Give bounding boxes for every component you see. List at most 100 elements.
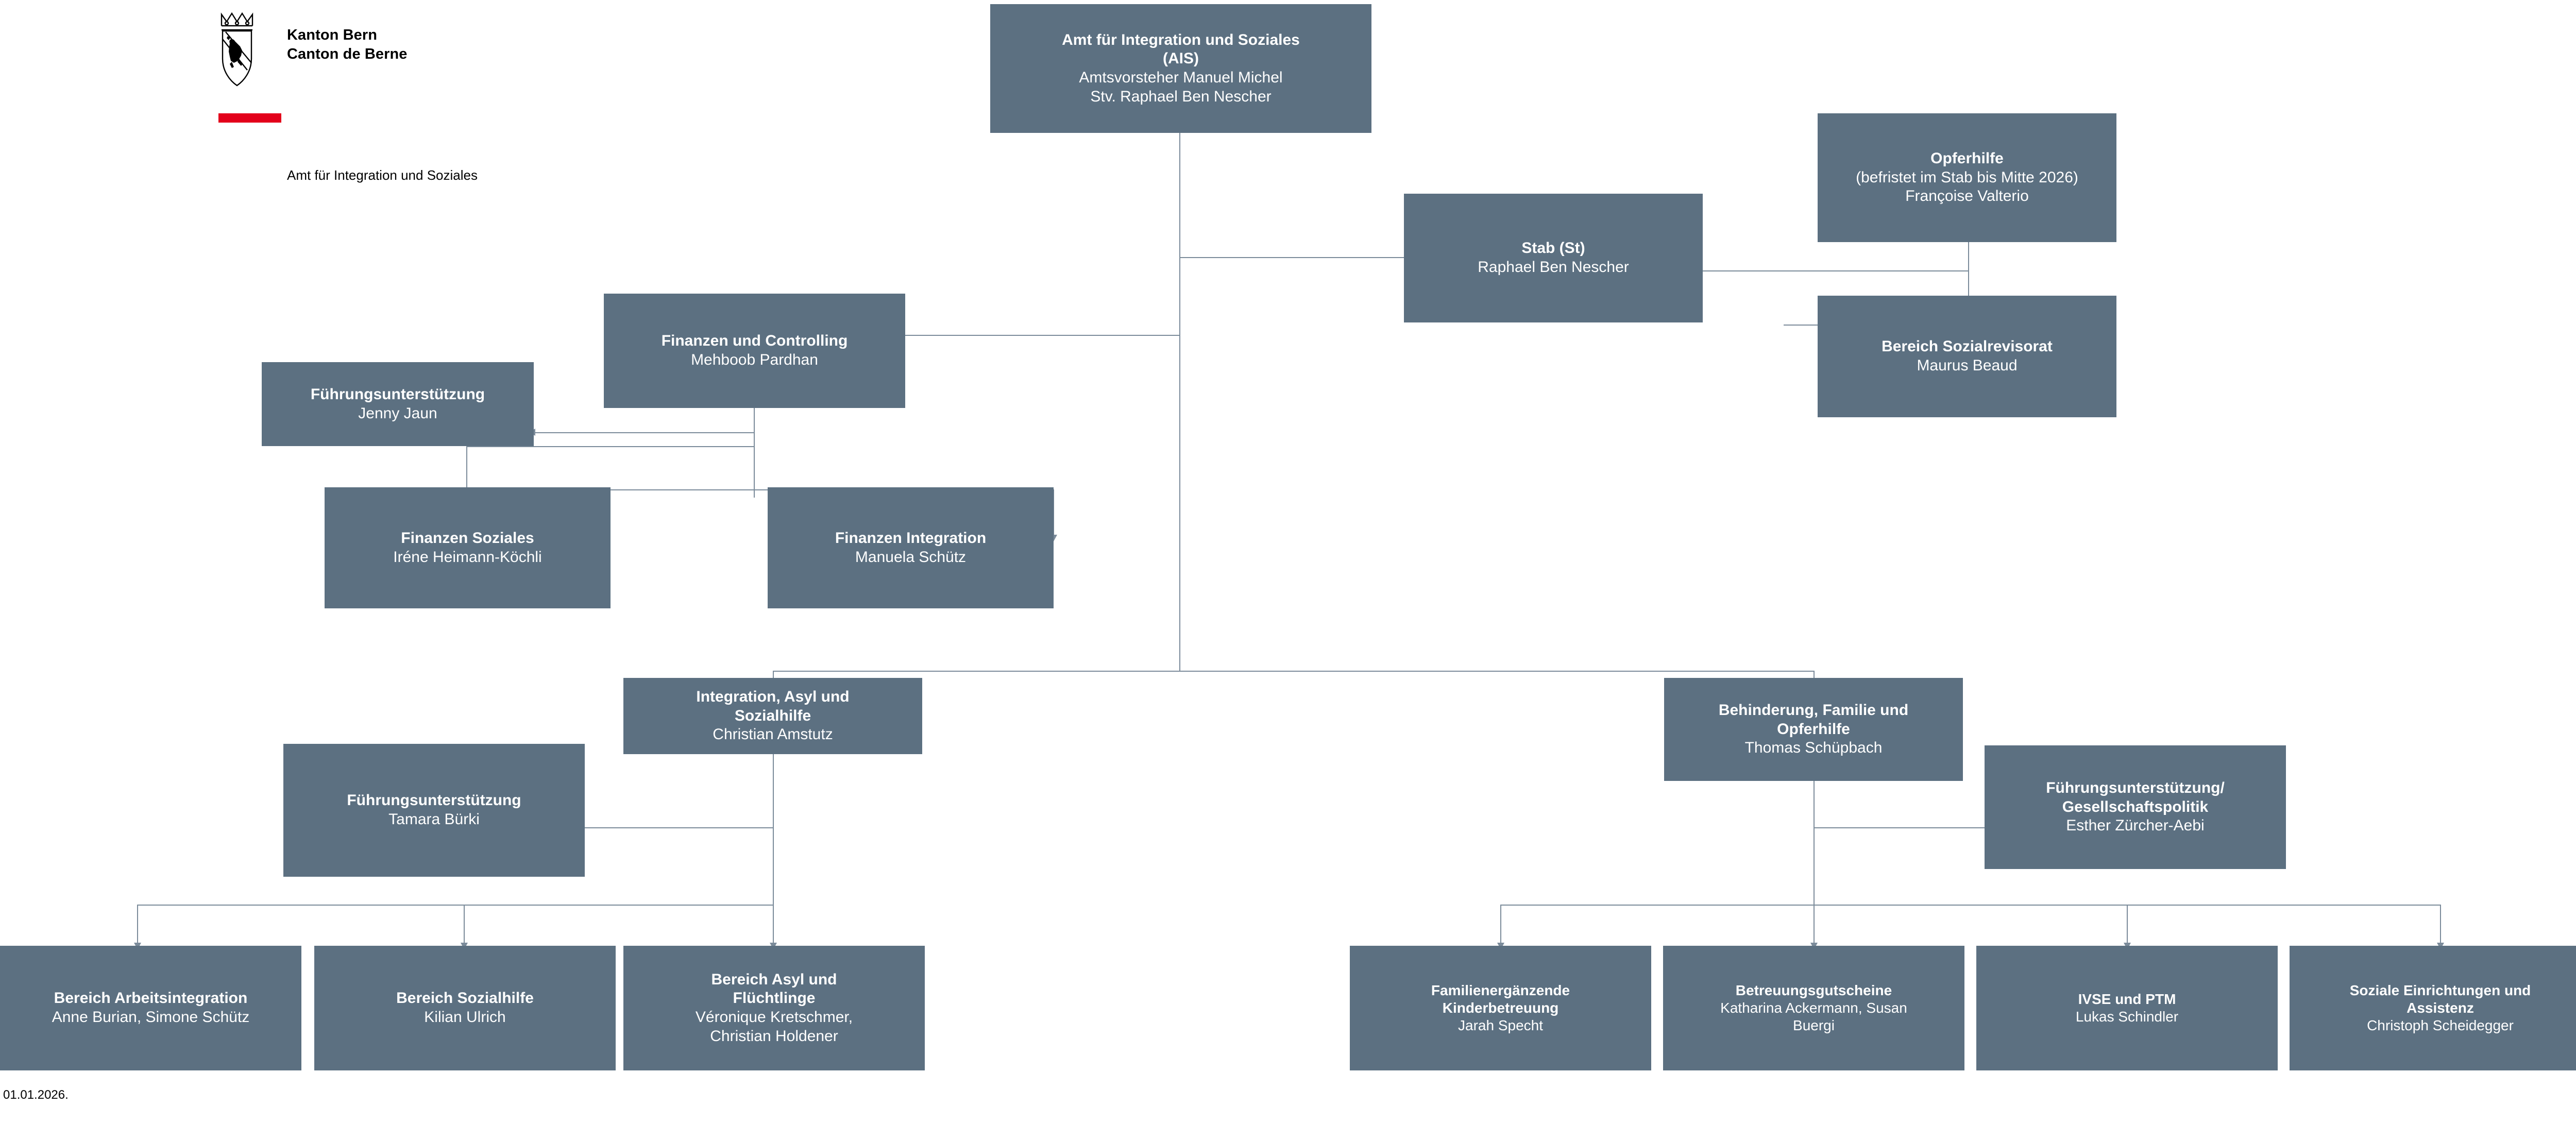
connector-to-finanzen-integration [1053,489,1054,538]
connector-finanzen-children-bus [466,446,754,447]
connector-integration-trunk [773,754,774,905]
node-soziale-einrichtungen-title-line2: Assistenz [2406,999,2474,1016]
node-fu-esther-person: Esther Zürcher-Aebi [2066,817,2205,835]
node-opferhilfe[interactable]: Opferhilfe (befristet im Stab bis Mitte … [1818,113,2116,242]
logo-red-rule [218,113,281,123]
node-fu-esther[interactable]: Führungsunterstützung/ Gesellschaftspoli… [1985,745,2286,869]
node-opferhilfe-person: Françoise Valterio [1905,188,2029,205]
node-sozialhilfe[interactable]: Bereich Sozialhilfe Kilian Ulrich [314,946,616,1070]
node-arbeitsintegration[interactable]: Bereich Arbeitsintegration Anne Burian, … [0,946,301,1070]
node-finanzen-integration-title: Finanzen Integration [835,529,987,547]
connector-behinderung-trunk [1814,754,1815,905]
connector-to-asyl-fluechtlinge [773,905,774,946]
node-stab-person: Raphael Ben Nescher [1478,259,1629,276]
node-asyl-fluechtlinge-title-line2: Flüchtlinge [733,990,816,1007]
node-soziale-einrichtungen-person: Christoph Scheidegger [2367,1017,2514,1034]
node-finanzen-soziales-title: Finanzen Soziales [401,529,534,547]
node-fu-tamara[interactable]: Führungsunterstützung Tamara Bürki [283,744,585,877]
footer-date: 01.01.2026. [3,1088,69,1102]
node-fu-tamara-person: Tamara Bürki [388,811,480,828]
node-finanzen-soziales-person: Iréne Heimann-Köchli [393,548,542,566]
connector-ais-to-finanzen [904,335,1180,336]
node-ivse-ptm-title: IVSE und PTM [2078,991,2176,1007]
node-behinderung-familie[interactable]: Behinderung, Familie und Opferhilfe Thom… [1664,678,1963,781]
node-betreuungsgutscheine-person-line2: Buergi [1793,1017,1835,1034]
connector-finanzen-trunk [754,407,755,498]
connector-bus-to-integration-asyl [773,671,774,681]
node-betreuungsgutscheine[interactable]: Betreuungsgutscheine Katharina Ackermann… [1663,946,1964,1070]
connector-to-ivse-ptm [2127,905,2128,946]
node-asyl-fluechtlinge[interactable]: Bereich Asyl und Flüchtlinge Véronique K… [623,946,925,1070]
connector-right-bus-vertical [1968,242,1969,325]
node-integration-asyl[interactable]: Integration, Asyl und Sozialhilfe Christ… [623,678,922,754]
node-betreuungsgutscheine-title: Betreuungsgutscheine [1735,982,1892,998]
node-fu-jenny-title: Führungsunterstützung [310,385,485,403]
node-opferhilfe-sub: (befristet im Stab bis Mitte 2026) [1856,168,2078,186]
node-fu-jenny-person: Jenny Jaun [358,404,437,422]
logo-line-fr: Canton de Berne [287,46,408,63]
node-stab[interactable]: Stab (St) Raphael Ben Nescher [1404,194,1703,322]
node-asyl-fluechtlinge-person-line1: Véronique Kretschmer, [695,1009,853,1026]
node-ais-person-line1: Amtsvorsteher Manuel Michel [1079,69,1283,86]
connector-integration-children-bus [137,905,773,906]
node-sozialhilfe-title: Bereich Sozialhilfe [396,990,534,1007]
connector-behinderung-to-fu-esther [1814,827,1985,828]
node-finanzen-controlling-title: Finanzen und Controlling [661,332,848,350]
node-ais[interactable]: Amt für Integration und Soziales (AIS) A… [990,4,1371,133]
node-asyl-fluechtlinge-title-line1: Bereich Asyl und [711,970,837,988]
node-ais-title-line2: (AIS) [1163,50,1199,67]
node-soziale-einrichtungen[interactable]: Soziale Einrichtungen und Assistenz Chri… [2290,946,2576,1070]
node-asyl-fluechtlinge-person-line2: Christian Holdener [710,1027,838,1045]
connector-bus-to-behinderung [1814,671,1815,681]
node-arbeitsintegration-title: Bereich Arbeitsintegration [54,990,248,1007]
node-finanzen-soziales[interactable]: Finanzen Soziales Iréne Heimann-Köchli [325,487,611,608]
connector-divisions-bus [773,671,1814,672]
node-finanzen-controlling[interactable]: Finanzen und Controlling Mehboob Pardhan [604,294,905,408]
connector-to-betreuungsgutscheine [1814,905,1815,946]
node-ais-person-line2: Stv. Raphael Ben Nescher [1090,88,1272,105]
node-behinderung-familie-title-line1: Behinderung, Familie und [1718,702,1909,719]
node-behinderung-familie-title-line2: Opferhilfe [1777,720,1850,738]
node-finanzen-controlling-person: Mehboob Pardhan [691,351,818,368]
connector-behinderung-children-bus [1500,905,2440,906]
node-integration-asyl-person: Christian Amstutz [713,726,833,743]
node-ais-title-line1: Amt für Integration und Soziales [1062,31,1300,48]
kanton-bern-logo: Kanton Bern Canton de Berne Amt für Inte… [218,4,610,190]
node-fu-tamara-title: Führungsunterstützung [347,792,521,809]
logo-line-de: Kanton Bern [287,27,378,43]
node-sozialrevisorat-title: Bereich Sozialrevisorat [1882,338,2053,355]
node-kinderbetreuung[interactable]: Familienergänzende Kinderbetreuung Jarah… [1350,946,1651,1070]
connector-to-soziale-einrichtungen [2440,905,2441,946]
node-finanzen-integration-person: Manuela Schütz [855,548,967,566]
node-sozialrevisorat-person: Maurus Beaud [1917,357,2018,374]
node-finanzen-integration[interactable]: Finanzen Integration Manuela Schütz [768,487,1054,608]
node-opferhilfe-title: Opferhilfe [1930,150,2004,167]
node-kinderbetreuung-person: Jarah Specht [1458,1017,1543,1034]
node-sozialrevisorat[interactable]: Bereich Sozialrevisorat Maurus Beaud [1818,296,2116,417]
connector-integration-to-fu-tamara [585,827,773,828]
connector-to-sozialhilfe [464,905,465,946]
bern-coat-of-arms-icon [221,12,253,87]
node-fu-esther-title-line1: Führungsunterstützung/ [2046,779,2225,797]
node-integration-asyl-title-line2: Sozialhilfe [734,707,811,724]
node-fu-esther-title-line2: Gesellschaftspolitik [2062,798,2209,815]
node-ivse-ptm[interactable]: IVSE und PTM Lukas Schindler [1976,946,2278,1070]
node-integration-asyl-title-line1: Integration, Asyl und [696,688,850,706]
node-kinderbetreuung-title-line1: Familienergänzende [1431,982,1570,998]
node-sozialhilfe-person: Kilian Ulrich [424,1009,506,1026]
node-fu-jenny[interactable]: Führungsunterstützung Jenny Jaun [262,362,534,446]
connector-bus-to-opferhilfe [1784,270,1969,271]
connector-fu-jenny-dropleg [466,446,467,490]
connector-finanzen-lower-bus [466,489,1054,490]
node-soziale-einrichtungen-title-line1: Soziale Einrichtungen und [2349,982,2531,998]
node-betreuungsgutscheine-person-line1: Katharina Ackermann, Susan [1720,999,1907,1016]
node-arbeitsintegration-person: Anne Burian, Simone Schütz [52,1009,250,1026]
node-behinderung-familie-person: Thomas Schüpbach [1744,739,1883,757]
node-kinderbetreuung-title-line2: Kinderbetreuung [1442,999,1559,1016]
node-stab-title: Stab (St) [1521,240,1585,257]
connector-ais-trunk [1179,133,1180,671]
logo-wordmark: Kanton Bern Canton de Berne [287,26,408,64]
connector-to-arbeitsintegration [137,905,138,946]
connector-finanzen-to-fu-jenny [534,432,754,433]
